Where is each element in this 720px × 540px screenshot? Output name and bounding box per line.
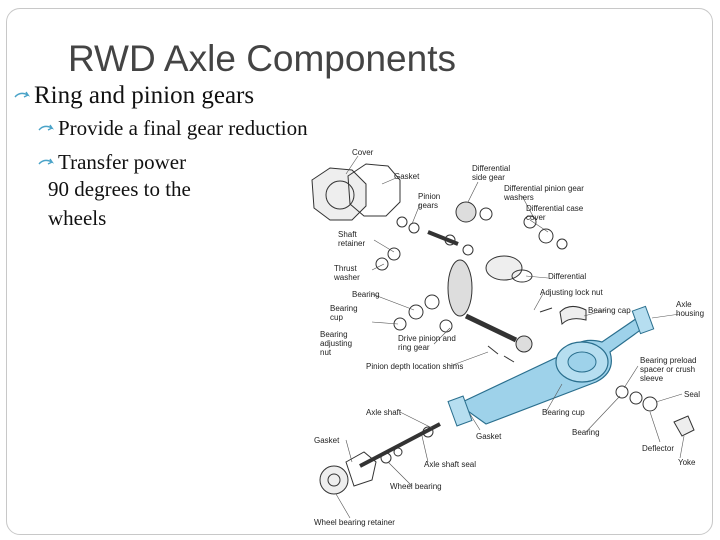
label-differential: Differential (548, 272, 587, 281)
label-axle-housing: Axle housing (676, 300, 705, 318)
bullet-transfer-power: Transfer power (38, 150, 186, 175)
bullet-text: Ring and pinion gears (34, 82, 255, 109)
slide-title: RWD Axle Components (68, 38, 456, 79)
label-bearing-cup: Bearing cup (330, 304, 358, 322)
bullet-continuation-1: 90 degrees to the (48, 177, 191, 201)
label-bearing-cup-lower: Bearing cup (542, 408, 585, 417)
bullet-continuation-2: wheels (48, 206, 107, 230)
gasket-top-part (347, 163, 401, 217)
label-gasket-left: Gasket (314, 436, 340, 445)
drive-pinion-part (464, 313, 518, 343)
label-pinion-depth-shims: Pinion depth location shims (366, 362, 464, 371)
bullet-final-gear-reduction: Provide a final gear reduction (38, 116, 308, 141)
bullet-arrow-icon (38, 124, 55, 131)
axle-diagram-svg (311, 155, 695, 519)
label-bearing-preload-spacer: Bearing preload spacer or crush sleeve (640, 356, 697, 383)
label-wheel-bearing: Wheel bearing (390, 482, 442, 491)
bullet-arrow-icon (38, 158, 55, 165)
axle-exploded-diagram: Cover Gasket Differential side gear Pini… (290, 140, 710, 532)
label-gasket-top: Gasket (394, 172, 420, 181)
label-yoke: Yoke (678, 458, 696, 467)
differential-case-part (485, 255, 523, 281)
label-bearing-cap: Bearing cap (588, 306, 631, 315)
side-gear-part (455, 201, 477, 223)
label-bearing-adjusting-nut: Bearing adjusting nut (320, 330, 353, 357)
label-bearing: Bearing (352, 290, 380, 299)
bullet-text: Provide a final gear reduction (58, 116, 308, 140)
bullet-ring-pinion: Ring and pinion gears (14, 82, 254, 110)
label-drive-pinion-ring-gear: Drive pinion and ring gear (398, 334, 456, 352)
label-pinion-gears: Pinion gears (418, 192, 441, 210)
label-wheel-bearing-retainer: Wheel bearing retainer (314, 518, 395, 527)
axle-housing-part (447, 305, 655, 427)
bullet-text: Transfer power (58, 150, 187, 174)
label-cover: Cover (352, 148, 374, 157)
bearing-cap-part (559, 306, 587, 326)
label-differential-case-cover: Differential case cover (526, 204, 584, 222)
pinion-shaft-part (427, 230, 459, 246)
wheel-flange-part (319, 465, 349, 495)
label-deflector: Deflector (642, 444, 675, 453)
label-adjusting-lock-nut: Adjusting lock nut (540, 288, 603, 297)
ring-gear-part (447, 259, 473, 317)
label-axle-shaft: Axle shaft (366, 408, 402, 417)
label-shaft-retainer: Shaft retainer (338, 230, 366, 248)
slide-frame (6, 8, 713, 535)
yoke-part (673, 415, 695, 437)
label-thrust-washer: Thrust washer (334, 264, 360, 282)
axle-shaft-part (359, 422, 441, 468)
label-axle-shaft-seal: Axle shaft seal (424, 460, 477, 469)
bullet-arrow-icon (14, 91, 31, 98)
label-bearing-lower: Bearing (572, 428, 600, 437)
label-differential-side-gear: Differential side gear (472, 164, 511, 182)
label-differential-pinion-gear-washers: Differential pinion gear washers (504, 184, 584, 202)
label-gasket-lower: Gasket (476, 432, 502, 441)
label-seal: Seal (684, 390, 701, 399)
cover-part (311, 167, 367, 221)
